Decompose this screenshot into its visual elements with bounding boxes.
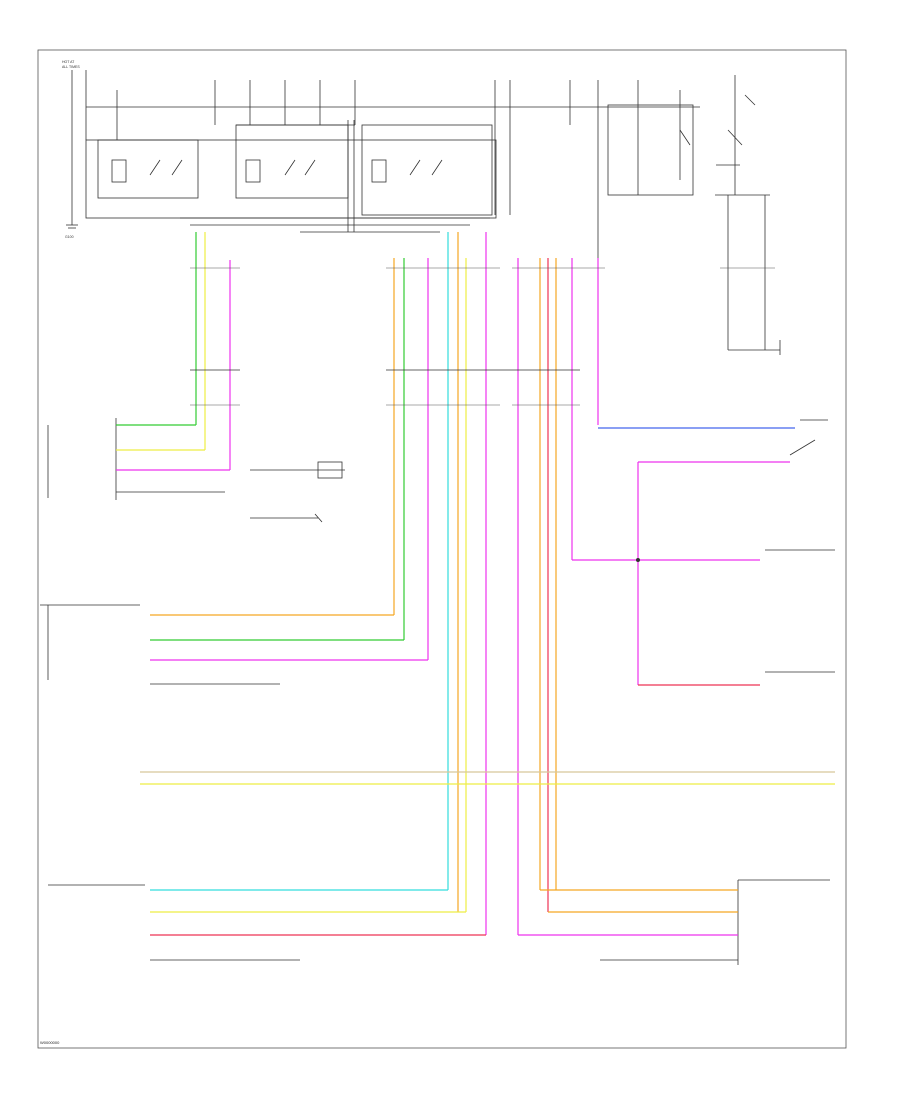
svg-text:G100: G100 <box>65 235 74 239</box>
page-code: W0000000 <box>40 1040 60 1045</box>
right-component-4 <box>518 879 830 965</box>
relay-box-3 <box>361 124 493 216</box>
connector-ticks <box>190 267 775 406</box>
long-bus <box>140 771 835 785</box>
diagram-frame <box>37 49 847 1049</box>
power-distribution-section: G100 HOT AT ALL TIMES <box>62 60 781 355</box>
right-component-2 <box>572 549 835 562</box>
vertical-wire-harness <box>190 232 599 935</box>
left-component-1 <box>47 418 345 523</box>
relay-box-1 <box>97 139 199 199</box>
svg-text:ALL TIMES: ALL TIMES <box>62 65 80 69</box>
left-component-2 <box>40 604 428 685</box>
right-component-3 <box>638 671 835 686</box>
switch-box <box>607 104 694 196</box>
fuse-row <box>85 70 681 260</box>
right-component-1 <box>598 419 828 685</box>
svg-text:HOT AT: HOT AT <box>62 60 75 64</box>
relay-box-2 <box>235 124 349 199</box>
left-component-3 <box>48 884 486 961</box>
